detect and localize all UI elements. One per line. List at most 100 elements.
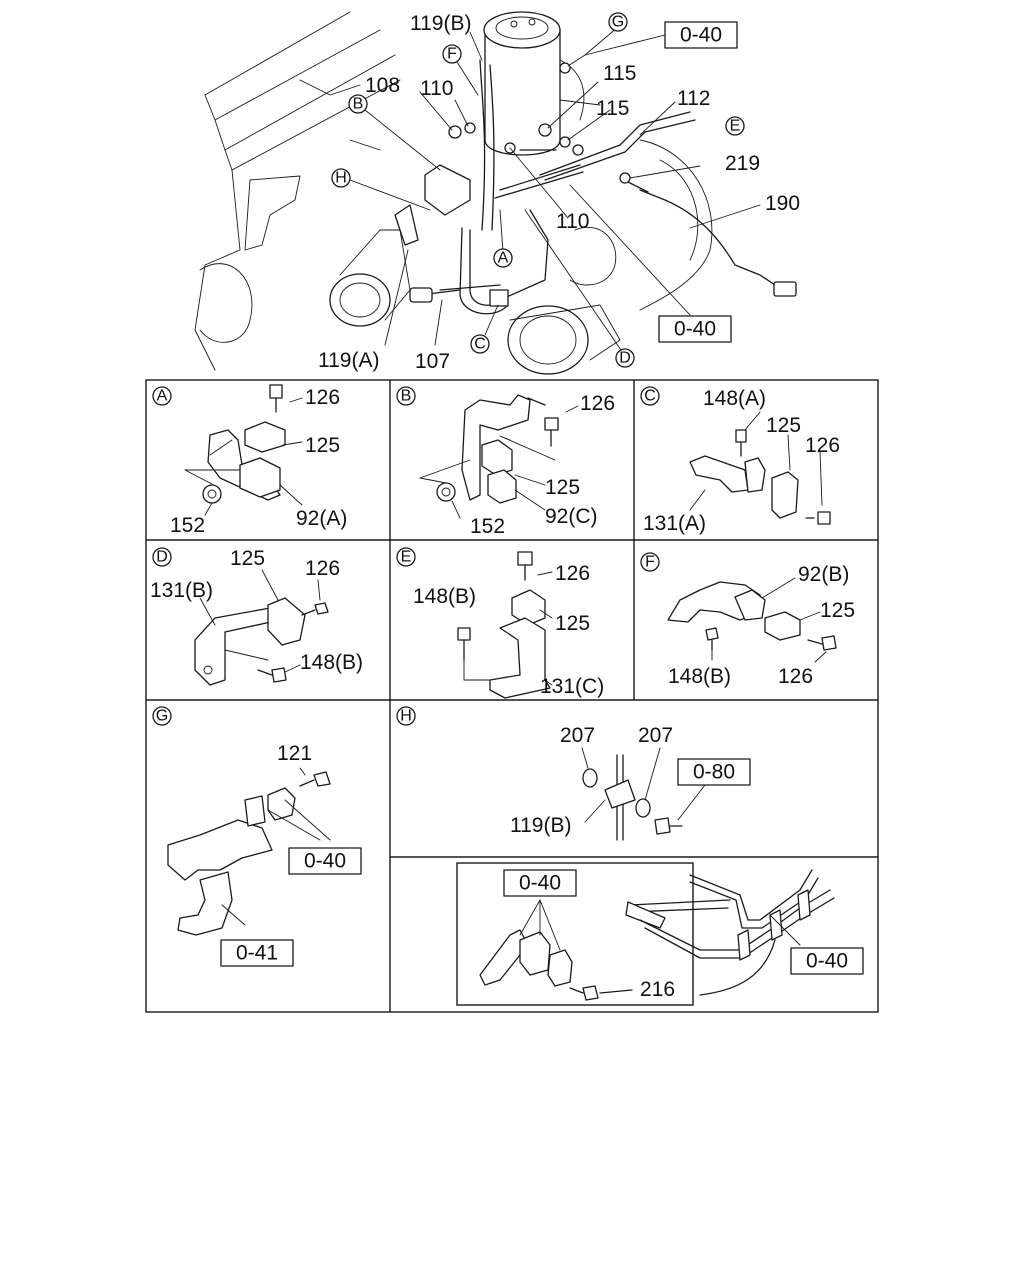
callout-g-main: G [608,12,628,32]
svg-text:E: E [401,549,412,566]
panel-h: H 207 207 119(B) 0-80 [396,706,751,841]
label-216: 216 [640,978,675,1001]
panel-d: D 131(B) 125 126 148(B) [150,547,363,686]
panel-e: E 126 148(B) 125 131(C) [396,547,604,699]
label-152-a: 152 [170,514,205,537]
label-125-b: 125 [545,476,580,499]
panel-bottom-right: 0-40 216 0-40 [456,862,864,1006]
label-126-d: 126 [305,557,340,580]
callout-c-main: C [470,334,490,354]
ref-box-br-040-inner: 0-40 [503,869,577,897]
label-148b-d: 148(B) [300,651,363,674]
label-110-main: 110 [420,77,453,100]
label-125-a: 125 [305,434,340,457]
label-121: 121 [277,742,312,765]
callout-b-panel: B [396,386,416,406]
label-119a: 119(A) [318,349,379,372]
svg-text:A: A [157,388,168,405]
label-148b-f: 148(B) [668,665,731,688]
callout-a-panel: A [152,386,172,406]
label-131b: 131(B) [150,579,213,602]
main-callouts: G F B E H A C D [331,12,745,368]
label-148a: 148(A) [703,387,766,410]
label-126-b: 126 [580,392,615,415]
label-107: 107 [415,350,450,373]
callout-f-panel: F [640,552,660,572]
callout-g-panel: G [152,706,172,726]
label-126-e: 126 [555,562,590,585]
label-207-left: 207 [560,724,595,747]
detail-grid [145,379,879,1013]
svg-text:0-40: 0-40 [304,850,346,873]
callout-h-panel: H [396,706,416,726]
label-119b-h: 119(B) [510,814,571,837]
svg-text:F: F [447,46,457,63]
label-125-e: 125 [555,612,590,635]
callout-d-main: D [615,348,635,368]
svg-text:0-40: 0-40 [806,950,848,973]
main-labels: 119(B) 108 110 115 115 112 219 190 110 1… [318,12,800,373]
callout-d-panel: D [152,547,172,567]
label-148b-e: 148(B) [413,585,476,608]
panel-g: G 121 0-40 0-41 [152,706,362,967]
label-152-b: 152 [470,515,505,538]
label-119b-main: 119(B) [410,12,471,35]
callout-e-panel: E [396,547,416,567]
label-108: 108 [365,74,400,97]
svg-text:E: E [730,118,741,135]
callout-h-main: H [331,168,351,188]
svg-text:C: C [474,336,486,353]
label-126-a: 126 [305,386,340,409]
svg-text:G: G [612,14,624,31]
svg-text:F: F [645,554,655,571]
label-126-f: 126 [778,665,813,688]
svg-text:C: C [644,388,656,405]
ref-box-br-040-outer: 0-40 [790,947,864,975]
label-131c: 131(C) [540,675,604,698]
panel-a: A 126 125 152 92(A) [152,384,347,537]
label-125-d: 125 [230,547,265,570]
panel-c: C 148(A) 125 126 131(A) [640,386,840,535]
svg-text:0-41: 0-41 [236,942,278,965]
ref-box-main-bottom: 0-40 [658,315,732,343]
label-112: 112 [677,87,710,110]
label-92a: 92(A) [296,507,347,530]
ref-box-g-040: 0-40 [288,847,362,875]
ref-box-h-080: 0-80 [677,758,751,786]
ref-box-g-041: 0-41 [220,939,294,967]
callout-f-main: F [442,44,462,64]
label-110-lower: 110 [556,210,589,233]
callout-c-panel: C [640,386,660,406]
svg-text:0-40: 0-40 [680,24,722,47]
label-115-mid: 115 [596,97,629,120]
label-126-c: 126 [805,434,840,457]
callout-e-main: E [725,116,745,136]
panel-f: F 92(B) 125 148(B) 126 [640,552,855,688]
label-131a: 131(A) [643,512,706,535]
svg-text:B: B [353,96,364,113]
label-190: 190 [765,192,800,215]
panel-b: B 126 125 152 92(C) [396,386,615,538]
ref-box-main-top: 0-40 [664,21,738,49]
svg-text:G: G [156,708,168,725]
svg-text:D: D [156,549,168,566]
svg-text:0-40: 0-40 [674,318,716,341]
label-125-c: 125 [766,414,801,437]
label-92c: 92(C) [545,505,598,528]
label-115-top: 115 [603,62,636,85]
label-207-right: 207 [638,724,673,747]
svg-text:H: H [400,708,412,725]
svg-text:H: H [335,170,347,187]
callout-b-main: B [348,94,368,114]
svg-text:0-40: 0-40 [519,872,561,895]
svg-text:D: D [619,350,631,367]
callout-a-main: A [493,248,513,268]
svg-text:B: B [401,388,412,405]
label-92b: 92(B) [798,563,849,586]
label-219: 219 [725,152,760,175]
svg-text:0-80: 0-80 [693,761,735,784]
engine-illustration [194,11,797,375]
svg-text:A: A [498,250,509,267]
label-125-f: 125 [820,599,855,622]
